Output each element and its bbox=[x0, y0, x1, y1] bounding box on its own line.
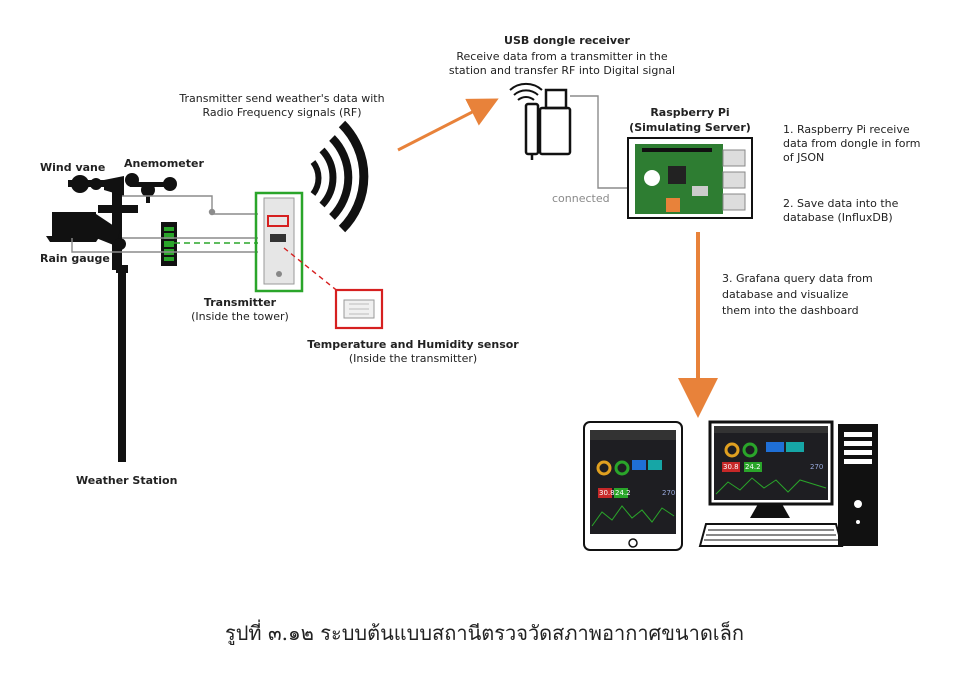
radiation-shield-icon bbox=[161, 222, 177, 266]
keyboard-icon bbox=[698, 523, 844, 547]
rf-description-line2: Radio Frequency signals (RF) bbox=[202, 106, 362, 119]
rf-description-line1: Transmitter send weather's data with bbox=[179, 92, 385, 105]
desktop-reading-2: 24.2 bbox=[745, 463, 761, 471]
usb-dongle-desc-line1: Receive data from a transmitter in the bbox=[456, 50, 668, 63]
temperature-humidity-sensor-icon bbox=[334, 288, 384, 330]
sensor-title: Temperature and Humidity sensor bbox=[307, 338, 519, 351]
connected-cable bbox=[570, 95, 630, 189]
desktop-reading-1: 30.8 bbox=[723, 463, 739, 471]
usb-dongle-icon bbox=[509, 82, 572, 160]
step1-line2: data from dongle in form bbox=[783, 137, 921, 150]
step3-line2: database and visualize bbox=[722, 288, 849, 301]
anemometer-icon bbox=[125, 173, 177, 203]
usb-dongle-title: USB dongle receiver bbox=[504, 34, 630, 47]
raspberry-pi-icon bbox=[627, 137, 753, 219]
rain-gauge-icon bbox=[46, 205, 138, 250]
raspberry-pi-title: Raspberry Pi bbox=[650, 106, 730, 119]
transmitter-subtitle: (Inside the tower) bbox=[191, 310, 289, 323]
wind-vane-icon bbox=[68, 175, 124, 196]
step2-line2: database (InfluxDB) bbox=[783, 211, 893, 224]
step2-line1: 2. Save data into the bbox=[783, 197, 899, 210]
weather-station-label: Weather Station bbox=[76, 474, 178, 487]
tablet-reading-1: 30.8 bbox=[599, 489, 615, 497]
step3-line3: them into the dashboard bbox=[722, 304, 859, 317]
desktop-monitor-icon bbox=[708, 420, 834, 518]
figure-caption: รูปที่ ๓.๑๒ ระบบต้นแบบสถานีตรวจวัดสภาพอา… bbox=[224, 621, 745, 645]
raspberry-pi-subtitle: (Simulating Server) bbox=[629, 121, 751, 134]
desktop-reading-3: 270 bbox=[810, 463, 824, 471]
transmitter-icon bbox=[254, 191, 304, 293]
station-wiring bbox=[71, 195, 258, 253]
red-dashed-link bbox=[283, 247, 341, 294]
wind-vane-label: Wind vane bbox=[40, 161, 106, 174]
rf-signal-icon bbox=[310, 120, 369, 233]
step1-line3: of JSON bbox=[783, 151, 825, 164]
step3-line1: 3. Grafana query data from bbox=[722, 272, 873, 285]
rain-gauge-label: Rain gauge bbox=[40, 252, 110, 265]
tablet-reading-2: 24.2 bbox=[615, 489, 631, 497]
tablet-reading-3: 270 bbox=[662, 489, 676, 497]
connected-label: connected bbox=[552, 192, 610, 205]
sensor-subtitle: (Inside the transmitter) bbox=[348, 352, 478, 365]
step1-line1: 1. Raspberry Pi receive bbox=[783, 123, 910, 136]
rf-arrow bbox=[397, 98, 499, 152]
pc-tower-icon bbox=[838, 424, 878, 546]
tablet-icon bbox=[583, 421, 683, 551]
transmitter-title: Transmitter bbox=[203, 296, 277, 309]
usb-dongle-desc-line2: station and transfer RF into Digital sig… bbox=[448, 64, 676, 77]
anemometer-label: Anemometer bbox=[124, 157, 204, 170]
